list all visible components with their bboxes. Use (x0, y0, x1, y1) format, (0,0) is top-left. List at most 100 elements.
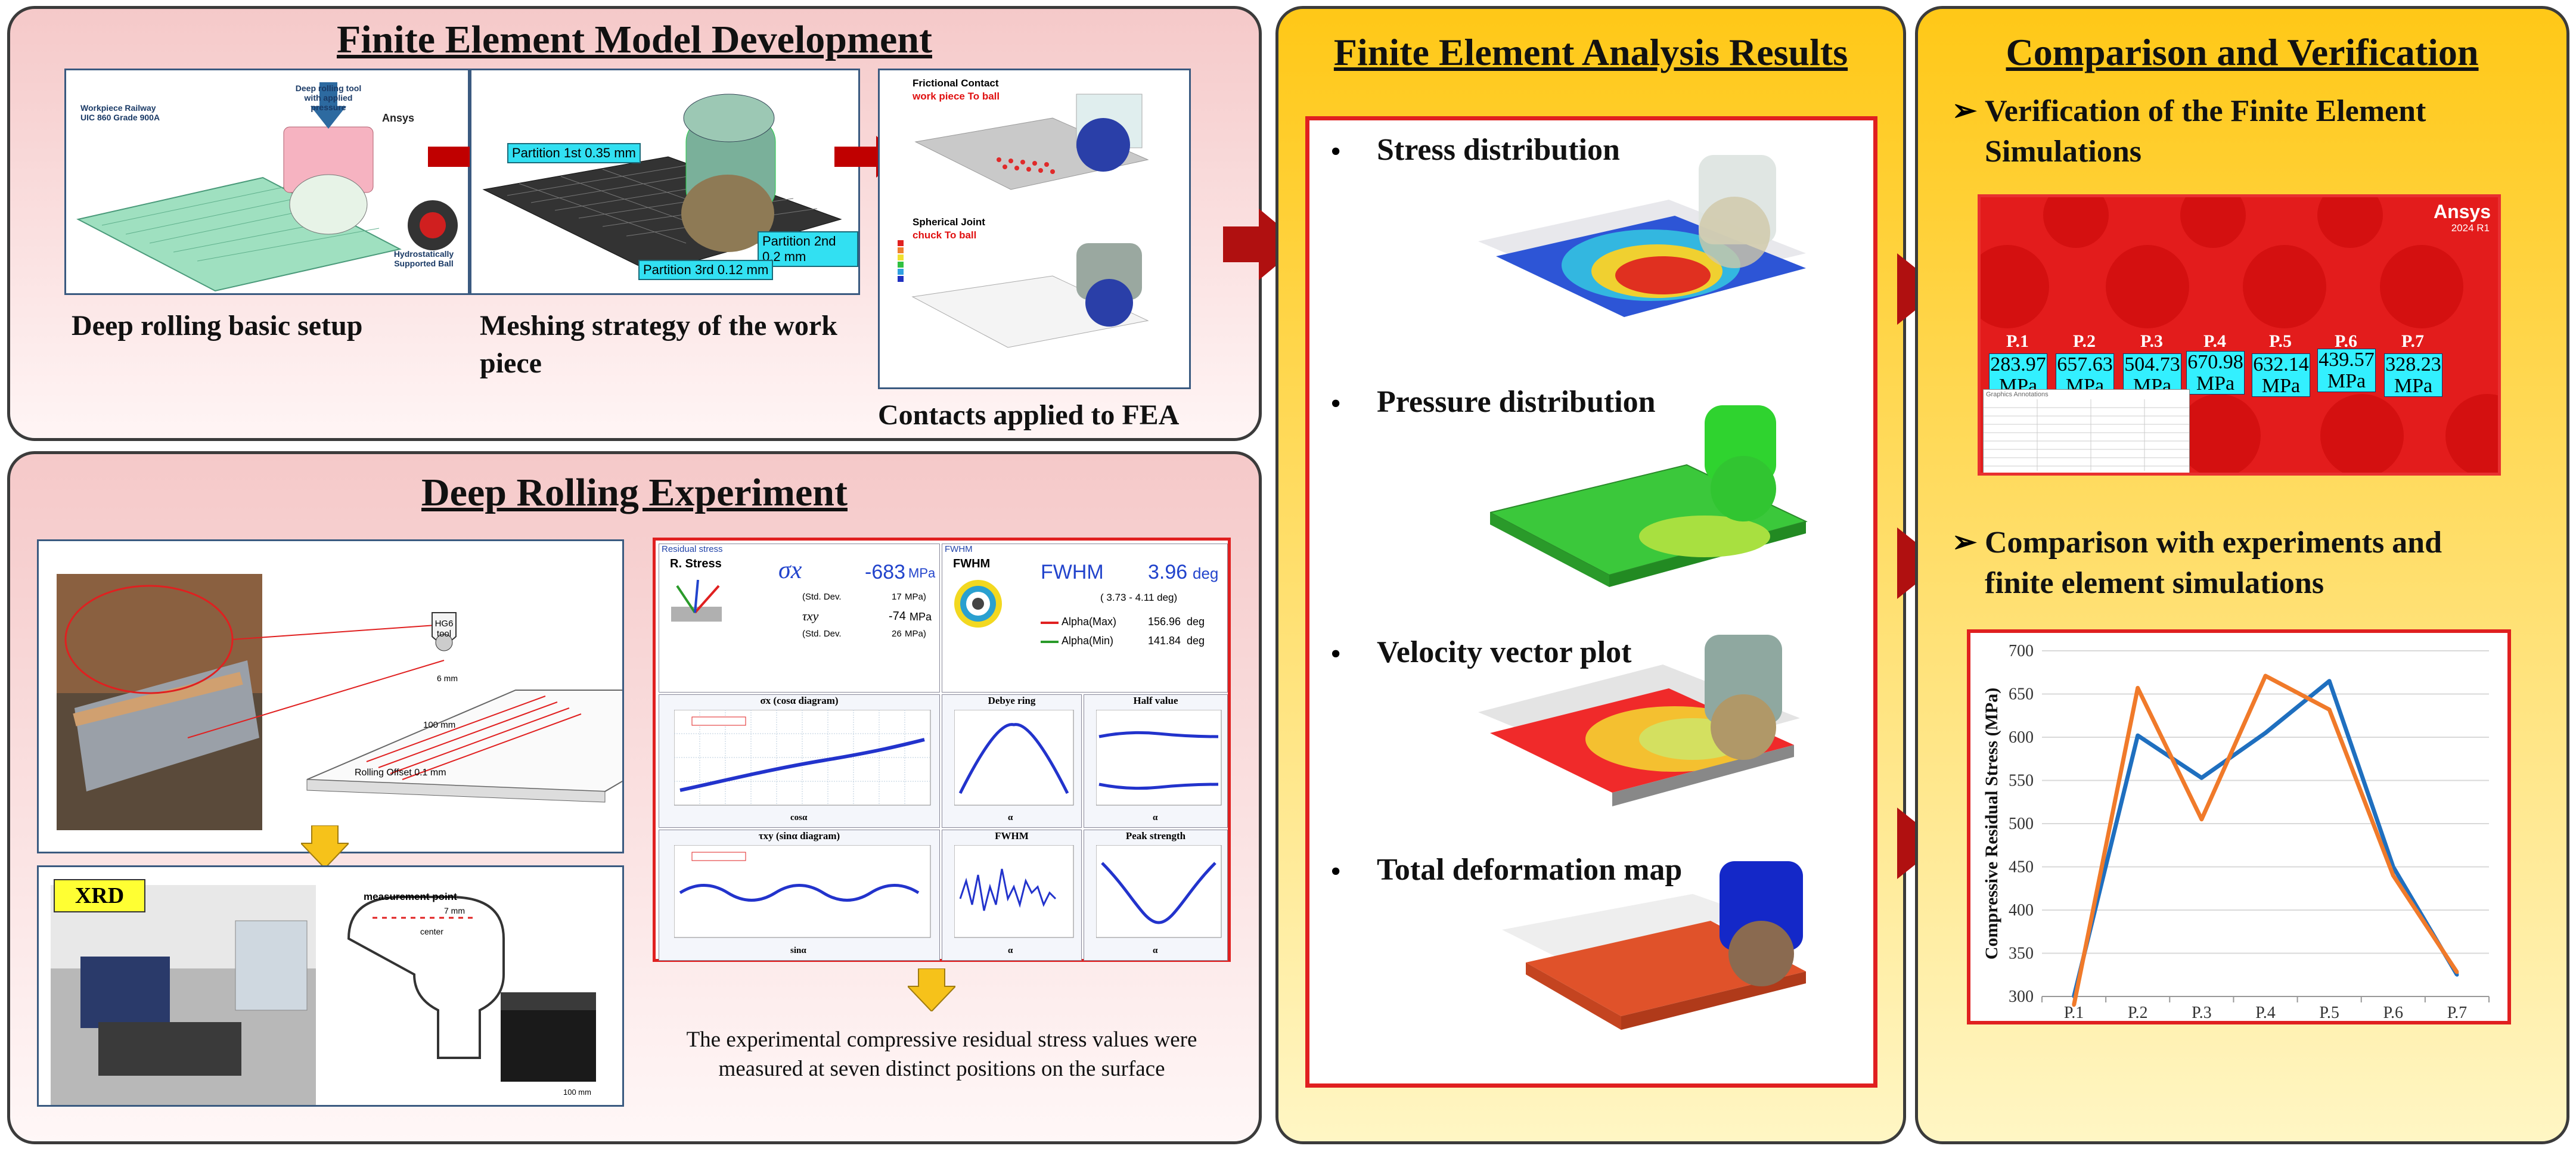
verification-arrow-glyph: ➢ (1952, 94, 1977, 127)
tau-std-value: 26 (892, 629, 902, 639)
arrow-to-results (1223, 209, 1302, 280)
series-line-1 (2072, 673, 2459, 1006)
sigma-unit: MPa (908, 566, 936, 580)
stress-distribution-render (1478, 155, 1806, 317)
rolling-offset-label: Rolling Offset 0.1 mm (355, 768, 446, 778)
y-tick-label: 550 (2009, 772, 2034, 790)
x-tick-label: P.5 (2319, 1004, 2339, 1021)
tau-std-unit: MPa) (905, 629, 926, 639)
sin-diagram-plot (674, 845, 931, 938)
bullet-dot-3: • (1330, 637, 1342, 671)
series-1-point-3 (2264, 674, 2267, 678)
x-tick-label: P.4 (2255, 1004, 2275, 1021)
y-tick-label: 600 (2009, 728, 2034, 747)
mesh-illustration (482, 94, 842, 274)
tau-unit: MPa (910, 611, 932, 623)
alpha-min-deg: deg (1187, 635, 1205, 647)
ansys-logo-setup: Ansys (382, 112, 415, 124)
arrow-down-experiment (301, 825, 349, 868)
xrd-badge: XRD (54, 879, 145, 912)
experiment-caption-line1: The experimental compressive residual st… (686, 1027, 1197, 1052)
comparison-heading-line2: finite element simulations (1985, 566, 2324, 600)
fwhm-big-label: FWHM (1041, 561, 1104, 583)
legend-bar (898, 240, 904, 282)
std-dev-label: (Std. Dev. (802, 592, 842, 602)
peak-strength-plot (1096, 845, 1222, 938)
alpha-min-value: 141.84 (1148, 635, 1181, 647)
deformation-render (1502, 861, 1806, 1030)
dim-6mm: 6 mm (437, 673, 458, 683)
tau-value: -74 (889, 610, 906, 623)
experiment-title: Deep Rolling Experiment (421, 471, 848, 514)
xrd-image: XRD measurement point 7 mm center 100 mm (37, 865, 624, 1107)
partition3-label: Partition 3rd 0.12 mm (638, 260, 774, 280)
arrow-down-report (908, 968, 955, 1011)
frictional-sub-label: work piece To ball (913, 91, 1000, 102)
y-tick-label: 500 (2009, 815, 2034, 833)
cos-diagram-title: σx (cosα diagram) (760, 695, 839, 706)
cos-axis-label: cosα (790, 813, 808, 822)
debye-axis-label: α (1008, 813, 1013, 822)
series-0-point-3 (2264, 731, 2267, 735)
r-stress-label: R. Stress (670, 557, 722, 570)
tool-label: Deep rolling tool with applied pressure (295, 83, 362, 112)
series-0-point-2 (2199, 776, 2203, 780)
result-item-stress: Stress distribution (1377, 133, 1620, 167)
tau-symbol: τxy (802, 608, 819, 623)
fwhm-label: FWHM (953, 557, 991, 570)
std-dev-unit: MPa) (905, 592, 926, 602)
alpha-min-label: Alpha(Min) (1062, 635, 1114, 647)
setup-image: Workpiece Railway UIC 860 Grade 900A Dee… (64, 69, 470, 295)
annotations-table: Graphics Annotations (1983, 389, 2190, 473)
point-label-1: P.1 (2006, 331, 2029, 351)
point-label-4: P.4 (2203, 331, 2227, 351)
setup-illustration (76, 82, 458, 292)
workpiece-label: Workpiece Railway UIC 860 Grade 900A (80, 103, 160, 122)
rolling-setup-illustration (57, 574, 780, 830)
ansys-result-image: Ansys 2024 R1 P.1 P.2 P.3 P.4 P.5 P.6 P.… (1978, 194, 2501, 476)
dim-7mm: 7 mm (444, 906, 465, 915)
bullet-dot-2: • (1330, 387, 1342, 421)
series-1-point-2 (2199, 817, 2203, 821)
fwhm-unit: deg (1193, 564, 1219, 582)
pressure-distribution-render (1490, 405, 1808, 587)
rail-dim-label: 100 mm (563, 1088, 591, 1097)
x-tick-label: P.6 (2383, 1004, 2403, 1021)
peak-axis-label: α (1153, 946, 1158, 955)
contact-dots (997, 157, 1055, 174)
fwhm-plot (954, 845, 1074, 938)
spherical-label: Spherical Joint (913, 216, 985, 228)
dim-100mm: 100 mm (423, 720, 456, 730)
setup-caption: Deep rolling basic setup (72, 310, 363, 341)
velocity-vector-render (1478, 635, 1800, 806)
half-value-title: Half value (1133, 695, 1178, 706)
debye-ring-plot (954, 710, 1074, 806)
sin-diagram-title: τxy (sinα diagram) (758, 830, 840, 842)
series-1-point-5 (2391, 874, 2395, 877)
annotations-table-grid (1984, 399, 2189, 471)
xrd-report: Residual stress R. Stress σx -683 MPa (S… (653, 538, 1231, 962)
y-tick-label: 400 (2009, 901, 2034, 920)
partition1-label: Partition 1st 0.35 mm (507, 143, 641, 163)
result-item-deformation: Total deformation map (1377, 853, 1683, 887)
series-1-point-4 (2327, 707, 2332, 712)
series-0-point-4 (2327, 679, 2332, 683)
bullet-dot-1: • (1330, 135, 1342, 169)
half-axis-label: α (1153, 813, 1158, 822)
series-0-point-1 (2136, 734, 2140, 738)
series-1-point-0 (2072, 1003, 2076, 1007)
verification-heading-line1: Verification of the Finite Element (1985, 94, 2426, 128)
annotations-table-title: Graphics Annotations (1986, 391, 2049, 398)
y-tick-label: 650 (2009, 685, 2034, 704)
ball-label: Hydrostatically Supported Ball (393, 249, 454, 268)
xrd-axes-icon (671, 579, 722, 622)
partition2-label: Partition 2nd 0.2 mm (758, 231, 858, 267)
x-tick-label: P.7 (2447, 1004, 2467, 1021)
sigma-symbol: σx (778, 557, 802, 584)
alpha-max-label: Alpha(Max) (1062, 616, 1117, 628)
